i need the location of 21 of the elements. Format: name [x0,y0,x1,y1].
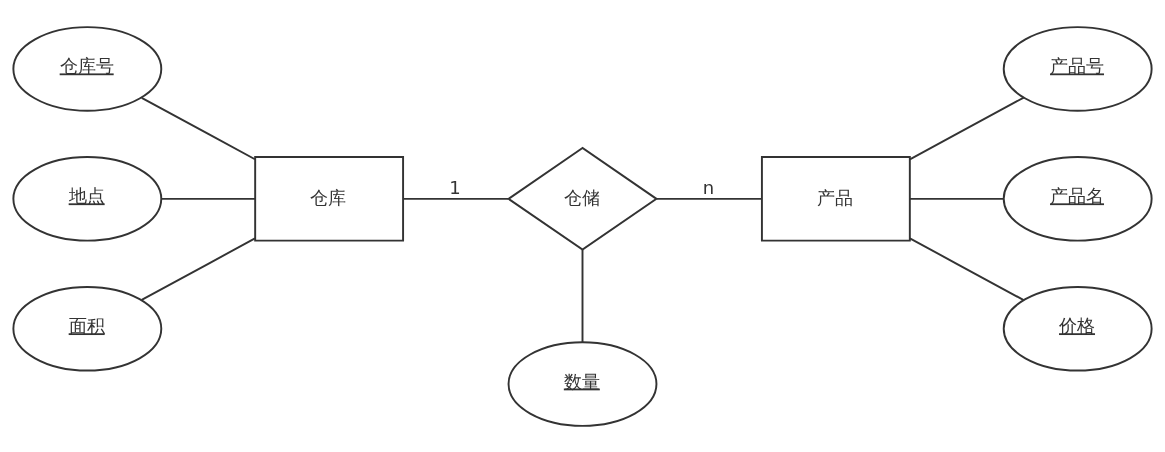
node-box: 仓库 [254,155,405,242]
connector [655,197,763,200]
connector [402,197,510,200]
node-ellipse: 地点 [12,155,163,242]
node-ellipse: 仓库号 [12,25,163,112]
node-ellipse: 数量 [507,340,658,427]
connector [908,96,1025,160]
node-ellipse: 面积 [12,285,163,371]
connector [908,197,1005,200]
edge-label: n [702,176,715,198]
connector [160,197,256,200]
connector [140,96,256,160]
connector [908,236,1025,301]
connector [140,236,256,301]
edge-label: 1 [449,176,461,198]
node-ellipse: 价格 [1002,285,1153,371]
node-ellipse: 产品号 [1002,25,1153,112]
connector [581,248,584,343]
node-box: 产品 [760,155,911,242]
node-ellipse: 产品名 [1002,155,1153,242]
node-diamond: 仓储 [506,146,659,251]
